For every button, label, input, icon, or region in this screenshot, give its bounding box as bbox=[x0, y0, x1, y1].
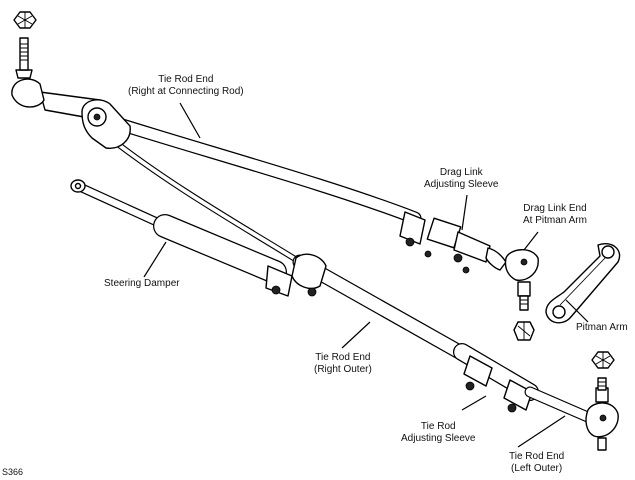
label-line: Drag Link End bbox=[523, 203, 587, 214]
drag-link-assembly bbox=[399, 211, 507, 274]
label-line: Steering Damper bbox=[104, 278, 180, 289]
label-line: (Right at Connecting Rod) bbox=[128, 86, 244, 97]
label-line: Tie Rod End bbox=[315, 352, 371, 363]
label-drag-link-end: Drag Link End At Pitman Arm bbox=[523, 203, 587, 227]
pitman-arm bbox=[545, 243, 621, 324]
label-tie-rod-end-right-outer: Tie Rod End (Right Outer) bbox=[314, 352, 372, 376]
left-upper-ball-joint bbox=[11, 11, 45, 108]
label-line: Adjusting Sleeve bbox=[424, 179, 499, 190]
label-line: Tie Rod End bbox=[158, 74, 214, 85]
label-tie-rod-adjusting-sleeve: Tie Rod Adjusting Sleeve bbox=[401, 421, 476, 445]
label-tie-rod-end-left-outer: Tie Rod End (Left Outer) bbox=[509, 451, 564, 475]
label-line: Pitman Arm bbox=[576, 322, 628, 333]
drag-link-end bbox=[504, 249, 539, 341]
label-line: Tie Rod bbox=[420, 421, 456, 432]
label-drag-link-adjusting-sleeve: Drag Link Adjusting Sleeve bbox=[424, 167, 499, 191]
label-line: (Right Outer) bbox=[314, 364, 372, 375]
figure-code: S366 bbox=[2, 467, 24, 477]
label-line: Tie Rod End bbox=[509, 451, 565, 462]
lower-tie-rod bbox=[291, 253, 596, 424]
label-line: Drag Link bbox=[439, 167, 483, 178]
left-outer-ball-joint bbox=[585, 351, 619, 451]
leader-lines bbox=[143, 102, 589, 448]
steering-damper bbox=[70, 179, 293, 297]
label-steering-damper: Steering Damper bbox=[104, 278, 180, 290]
label-line: Adjusting Sleeve bbox=[401, 433, 476, 444]
label-line: At Pitman Arm bbox=[523, 215, 587, 226]
label-pitman-arm: Pitman Arm bbox=[576, 322, 628, 334]
label-tie-rod-end-connecting: Tie Rod End (Right at Connecting Rod) bbox=[128, 74, 244, 98]
upper-tie-rod bbox=[39, 91, 422, 265]
label-line: (Left Outer) bbox=[511, 463, 563, 474]
